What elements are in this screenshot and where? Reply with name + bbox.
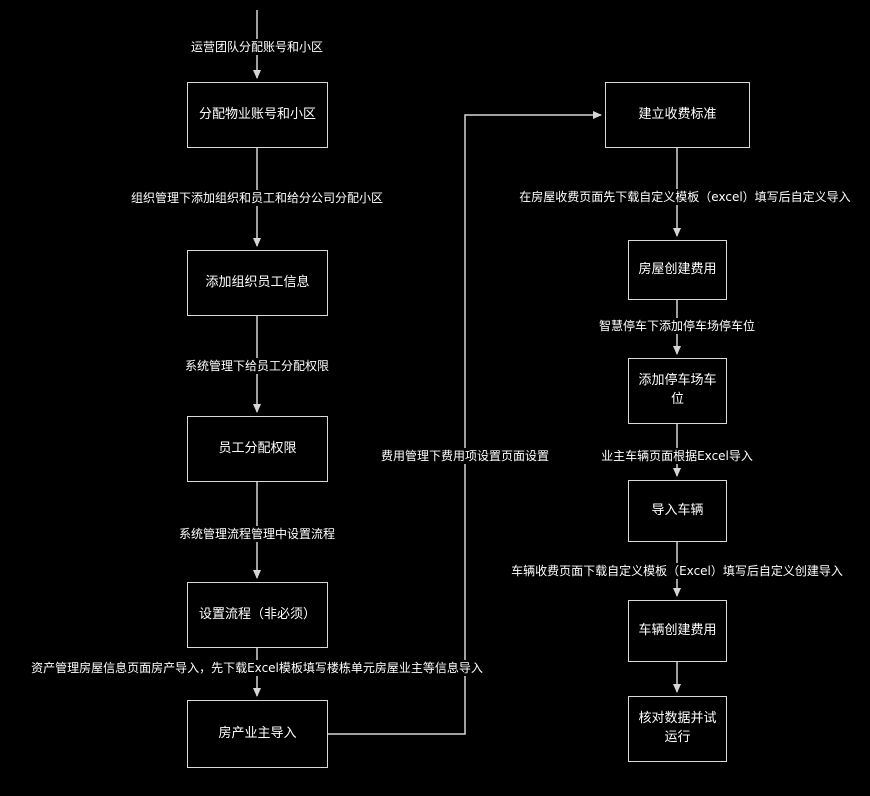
connector-ownerimport-to-chargestandard xyxy=(328,111,602,735)
edge-label-asset-house-import: 资产管理房屋信息页面房产导入，先下载Excel模板填写楼栋单元房屋业主等信息导入 xyxy=(29,660,485,677)
edge-label-smart-parking-add: 智慧停车下添加停车场停车位 xyxy=(596,318,758,335)
flow-node-set-process-optional[interactable]: 设置流程（非必须） xyxy=(187,582,328,648)
flow-node-vehicle-create-fee[interactable]: 车辆创建费用 xyxy=(628,600,727,662)
flow-node-add-org-employee-info[interactable]: 添加组织员工信息 xyxy=(187,250,328,316)
flow-node-add-parking-space[interactable]: 添加停车场车位 xyxy=(628,358,727,424)
edge-label-vehicle-charge-template: 车辆收费页面下载自定义模板（Excel）填写后自定义创建导入 xyxy=(509,563,845,580)
edge-label-system-assign-permission: 系统管理下给员工分配权限 xyxy=(182,358,332,375)
edge-label-operations-assign-account: 运营团队分配账号和小区 xyxy=(188,39,326,56)
edge-label-fee-item-settings: 费用管理下费用项设置页面设置 xyxy=(378,448,552,465)
flow-node-assign-property-account[interactable]: 分配物业账号和小区 xyxy=(187,82,328,148)
flow-node-check-data-trial-run[interactable]: 核对数据并试运行 xyxy=(628,696,727,762)
flow-node-employee-assign-permission[interactable]: 员工分配权限 xyxy=(187,416,328,482)
edge-label-owner-vehicle-excel: 业主车辆页面根据Excel导入 xyxy=(599,448,755,465)
edge-label-system-process-management: 系统管理流程管理中设置流程 xyxy=(176,526,338,543)
flow-node-property-owner-import[interactable]: 房产业主导入 xyxy=(187,700,328,768)
edge-label-house-charge-template: 在房屋收费页面先下载自定义模板（excel）填写后自定义导入 xyxy=(517,189,853,206)
flow-node-import-vehicle[interactable]: 导入车辆 xyxy=(628,480,727,542)
edge-label-org-management-add: 组织管理下添加组织和员工和给分公司分配小区 xyxy=(128,190,386,207)
flow-node-house-create-fee[interactable]: 房屋创建费用 xyxy=(628,240,727,300)
flow-node-create-charge-standard[interactable]: 建立收费标准 xyxy=(605,82,750,148)
